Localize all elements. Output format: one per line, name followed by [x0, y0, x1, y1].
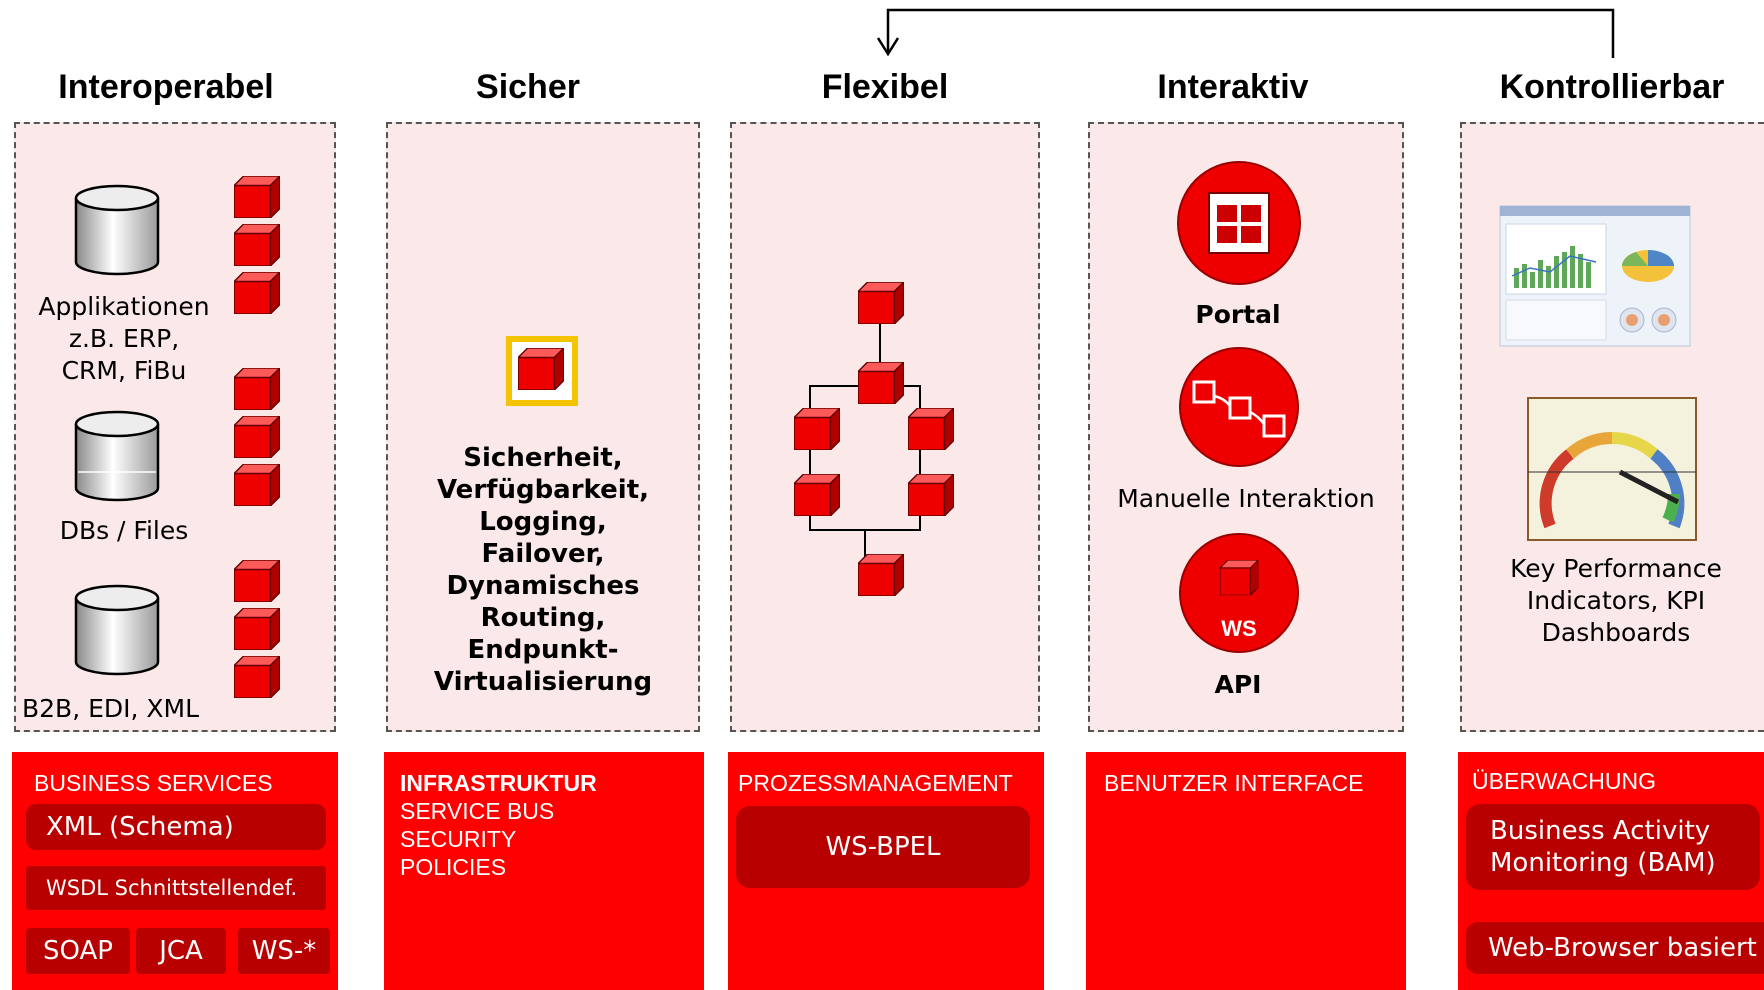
- database-icon: [74, 184, 160, 276]
- wsdl-pill: WSDL Schnittstellendef.: [26, 866, 326, 910]
- bam-pill: Business Activity Monitoring (BAM): [1466, 804, 1760, 890]
- apps-label-line2: z.B. ERP,: [68, 324, 180, 353]
- feature-line: Routing,: [480, 603, 606, 633]
- api-icon: [1179, 533, 1299, 653]
- panel-sicher: [386, 122, 700, 732]
- cube-icon: [794, 408, 840, 450]
- feature-line: Virtualisierung: [433, 667, 653, 697]
- box-benutzer-interface: [1086, 752, 1406, 990]
- api-label: API: [1214, 670, 1262, 699]
- feature-line: Failover,: [481, 539, 605, 569]
- portal-icon: [1177, 161, 1301, 285]
- jca-pill: JCA: [136, 928, 226, 974]
- kpi-label-line3: Dashboards: [1541, 618, 1691, 647]
- feature-line: Sicherheit,: [463, 443, 623, 473]
- panel-flexibel: [730, 122, 1040, 732]
- dashboard-screenshot: [1499, 205, 1691, 347]
- b2b-label: B2B, EDI, XML: [22, 694, 200, 723]
- business-services-title: BUSINESS SERVICES: [34, 770, 273, 796]
- benutzer-title: BENUTZER INTERFACE: [1104, 770, 1364, 796]
- heading-sicher: Sicher: [476, 68, 580, 106]
- infrastruktur-item: POLICIES: [400, 854, 507, 880]
- soap-pill: SOAP: [26, 928, 130, 974]
- kpi-label-line1: Key Performance: [1510, 554, 1722, 583]
- manual-interaction-icon: [1179, 347, 1299, 467]
- security-features: Sicherheit, Verfügbarkeit, Logging, Fail…: [386, 442, 700, 698]
- dbs-label: DBs / Files: [59, 516, 189, 545]
- heading-interoperabel: Interoperabel: [58, 68, 274, 106]
- prozess-title: PROZESSMANAGEMENT: [738, 770, 1013, 796]
- bam-line2: Monitoring (BAM): [1490, 848, 1716, 878]
- box-infrastruktur: [384, 752, 704, 990]
- ws-bpel-pill: WS-BPEL: [736, 806, 1030, 888]
- database-icon: [74, 584, 160, 676]
- kpi-gauge-icon: [1527, 397, 1697, 541]
- infrastruktur-item: SERVICE BUS: [400, 798, 555, 824]
- cube-icon: [858, 554, 904, 596]
- heading-kontrollierbar: Kontrollierbar: [1499, 68, 1725, 106]
- infrastruktur-item: SECURITY: [400, 826, 517, 852]
- web-browser-pill: Web-Browser basiert: [1466, 922, 1764, 974]
- xml-schema-pill: XML (Schema): [26, 804, 326, 850]
- cube-icon: [858, 282, 904, 324]
- manual-interaction-label: Manuelle Interaktion: [1117, 484, 1375, 513]
- feature-line: Endpunkt-: [467, 635, 619, 665]
- apps-label-line1: Applikationen: [38, 292, 210, 321]
- panel-interoperabel: [14, 122, 336, 732]
- feature-line: Logging,: [479, 507, 607, 537]
- ws-badge: WS: [1221, 616, 1257, 641]
- kpi-label-line2: Indicators, KPI: [1526, 586, 1706, 615]
- database-icon: [74, 410, 160, 502]
- cube-icon: [858, 362, 904, 404]
- feedback-arrow: [876, 8, 1615, 58]
- cube-icon: [794, 474, 840, 516]
- bam-line1: Business Activity: [1490, 816, 1711, 846]
- infrastruktur-title: INFRASTRUKTUR: [400, 770, 597, 796]
- apps-label-line3: CRM, FiBu: [61, 356, 187, 385]
- feature-line: Verfügbarkeit,: [436, 475, 649, 505]
- ws-star-pill: WS-*: [238, 928, 330, 974]
- ueberwachung-title: ÜBERWACHUNG: [1472, 768, 1657, 794]
- heading-flexibel: Flexibel: [821, 68, 949, 106]
- heading-interaktiv: Interaktiv: [1157, 68, 1309, 106]
- feature-line: Dynamisches: [446, 571, 640, 601]
- cube-icon: [908, 408, 954, 450]
- portal-label: Portal: [1195, 300, 1281, 329]
- cube-icon: [908, 474, 954, 516]
